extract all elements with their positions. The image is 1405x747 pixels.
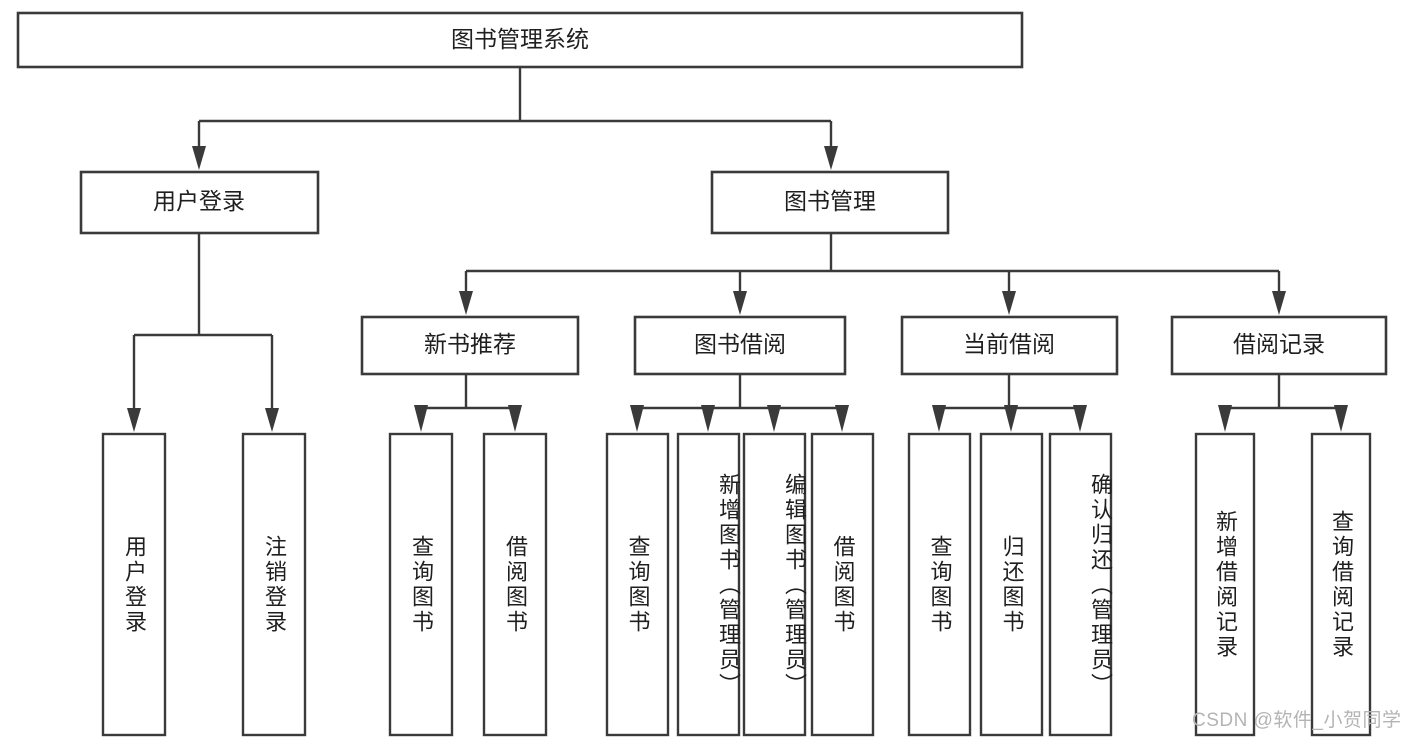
node-leaf-logout[interactable] xyxy=(241,432,307,737)
arrow-icon-re-leaf-2 xyxy=(1334,405,1348,432)
arrow-icon-ul-leaf-1 xyxy=(127,408,141,432)
node-leaf-query-book-nb[interactable] xyxy=(388,432,454,737)
node-current-borrowing[interactable] xyxy=(900,315,1119,376)
node-book-management-label: 图书管理 xyxy=(784,188,876,214)
node-leaf-add-borrow-record[interactable] xyxy=(1194,432,1256,737)
arrow-icon-to-records xyxy=(1272,291,1286,315)
node-root-book-management-system[interactable] xyxy=(16,11,1024,69)
node-user-login[interactable] xyxy=(79,170,320,235)
arrow-icon-nb-leaf-1 xyxy=(414,405,428,432)
node-book-borrowing[interactable] xyxy=(633,315,847,376)
node-user-login-label: 用户登录 xyxy=(153,188,245,214)
node-leaf-confirm-return-admin[interactable] xyxy=(1048,432,1113,737)
arrow-icon-to-current xyxy=(1002,291,1016,315)
node-book-management[interactable] xyxy=(710,170,950,235)
arrow-icon-to-new-book xyxy=(459,291,473,315)
arrow-icon-cu-leaf-2 xyxy=(1004,405,1018,432)
node-new-book-recommendation-label: 新书推荐 xyxy=(424,331,516,357)
arrow-icon-re-leaf-1 xyxy=(1218,405,1232,432)
node-leaf-query-book-cu[interactable] xyxy=(907,432,972,737)
node-leaf-edit-book-admin[interactable] xyxy=(742,432,807,737)
node-leaf-query-book-bo[interactable] xyxy=(605,432,670,737)
node-leaf-user-login[interactable] xyxy=(101,432,167,737)
arrow-icon-ul-leaf-2 xyxy=(265,408,279,432)
arrow-icon-to-book-mgmt xyxy=(824,146,838,170)
node-box-group: 图书管理系统 用户登录 图书管理 新书推荐 图书借阅 当前借阅 借阅记录 xyxy=(16,11,1388,737)
node-leaf-borrow-book-nb[interactable] xyxy=(482,432,548,737)
arrow-icon-bo-leaf-4 xyxy=(835,405,849,432)
arrow-icon-nb-leaf-2 xyxy=(508,405,522,432)
arrow-icon-cu-leaf-1 xyxy=(932,405,946,432)
node-borrow-records[interactable] xyxy=(1170,315,1388,376)
arrow-icon-to-borrow xyxy=(733,291,747,315)
arrow-icon-to-user-login xyxy=(192,146,206,170)
arrow-icon-bo-leaf-3 xyxy=(767,405,781,432)
node-leaf-query-borrow-record[interactable] xyxy=(1310,432,1372,737)
csdn-watermark: CSDN @软件_小贺同学 xyxy=(1192,710,1402,731)
node-book-borrowing-label: 图书借阅 xyxy=(694,331,786,357)
arrow-icon-cu-leaf-3 xyxy=(1073,405,1087,432)
node-root-label: 图书管理系统 xyxy=(451,26,589,52)
node-leaf-return-book[interactable] xyxy=(979,432,1044,737)
node-new-book-recommendation[interactable] xyxy=(360,315,580,376)
node-leaf-add-book-admin[interactable] xyxy=(676,432,741,737)
node-current-borrowing-label: 当前借阅 xyxy=(963,331,1055,357)
arrow-icon-bo-leaf-2 xyxy=(701,405,715,432)
node-borrow-records-label: 借阅记录 xyxy=(1233,331,1325,357)
arrow-icon-bo-leaf-1 xyxy=(630,405,644,432)
arrowhead-group xyxy=(127,146,1348,432)
node-leaf-borrow-book-bo[interactable] xyxy=(810,432,875,737)
